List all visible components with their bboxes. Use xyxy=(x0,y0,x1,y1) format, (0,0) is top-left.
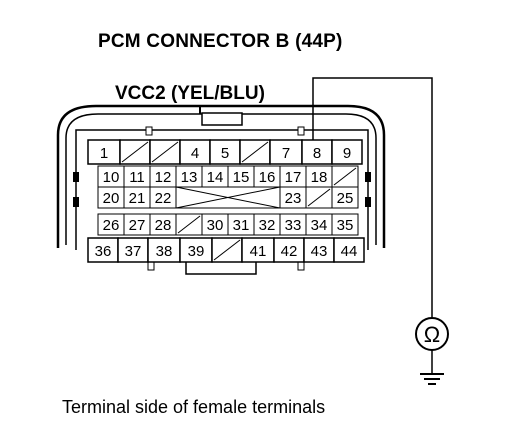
ohmmeter: Ω xyxy=(415,317,449,351)
terminal-43: 43 xyxy=(311,243,328,260)
terminal-5: 5 xyxy=(221,145,229,162)
probe-lead xyxy=(312,77,433,318)
terminal-17: 17 xyxy=(285,169,302,186)
terminal-7: 7 xyxy=(282,145,290,162)
terminal-14: 14 xyxy=(207,169,224,186)
ground-icon xyxy=(420,373,444,385)
terminal-25: 25 xyxy=(337,190,354,207)
terminal-10: 10 xyxy=(103,169,120,186)
terminal-1: 1 xyxy=(100,145,108,162)
terminal-row-5: 36 37 38 39 41 42 43 44 xyxy=(87,237,365,263)
terminal-9: 9 xyxy=(343,145,351,162)
terminal-16: 16 xyxy=(259,169,276,186)
terminal-38: 38 xyxy=(156,243,173,260)
terminal-35: 35 xyxy=(337,217,354,234)
terminal-13: 13 xyxy=(181,169,198,186)
terminal-21: 21 xyxy=(129,190,146,207)
terminal-27: 27 xyxy=(129,217,146,234)
terminal-42: 42 xyxy=(281,243,298,260)
terminal-grid: 1 4 5 7 8 9 1 xyxy=(87,139,365,263)
terminal-41: 41 xyxy=(250,243,267,260)
terminal-22: 22 xyxy=(155,190,172,207)
terminal-23: 23 xyxy=(285,190,302,207)
terminal-33: 33 xyxy=(285,217,302,234)
terminal-row-1: 1 4 5 7 8 9 xyxy=(87,139,363,165)
ohm-symbol: Ω xyxy=(424,322,440,347)
terminal-44: 44 xyxy=(341,243,358,260)
terminal-15: 15 xyxy=(233,169,250,186)
wire-label: VCC2 (YEL/BLU) xyxy=(115,83,265,104)
terminal-18: 18 xyxy=(311,169,328,186)
terminal-32: 32 xyxy=(259,217,276,234)
terminal-39: 39 xyxy=(188,243,205,260)
terminal-30: 30 xyxy=(207,217,224,234)
diagram-title: PCM CONNECTOR B (44P) xyxy=(98,31,343,52)
connector-housing xyxy=(56,104,386,275)
terminal-34: 34 xyxy=(311,217,328,234)
terminal-rows-middle: 10 11 12 13 14 15 16 17 18 xyxy=(97,165,359,236)
top-latch xyxy=(201,112,243,126)
terminal-28: 28 xyxy=(155,217,172,234)
terminal-4: 4 xyxy=(191,145,199,162)
terminal-12: 12 xyxy=(155,169,172,186)
diagram-caption: Terminal side of female terminals xyxy=(62,397,325,417)
terminal-36: 36 xyxy=(95,243,112,260)
terminal-37: 37 xyxy=(125,243,142,260)
terminal-8: 8 xyxy=(313,145,321,162)
terminal-31: 31 xyxy=(233,217,250,234)
terminal-11: 11 xyxy=(129,169,145,186)
terminal-8-cell xyxy=(301,139,333,165)
terminal-26: 26 xyxy=(103,217,120,234)
terminal-20: 20 xyxy=(103,190,120,207)
